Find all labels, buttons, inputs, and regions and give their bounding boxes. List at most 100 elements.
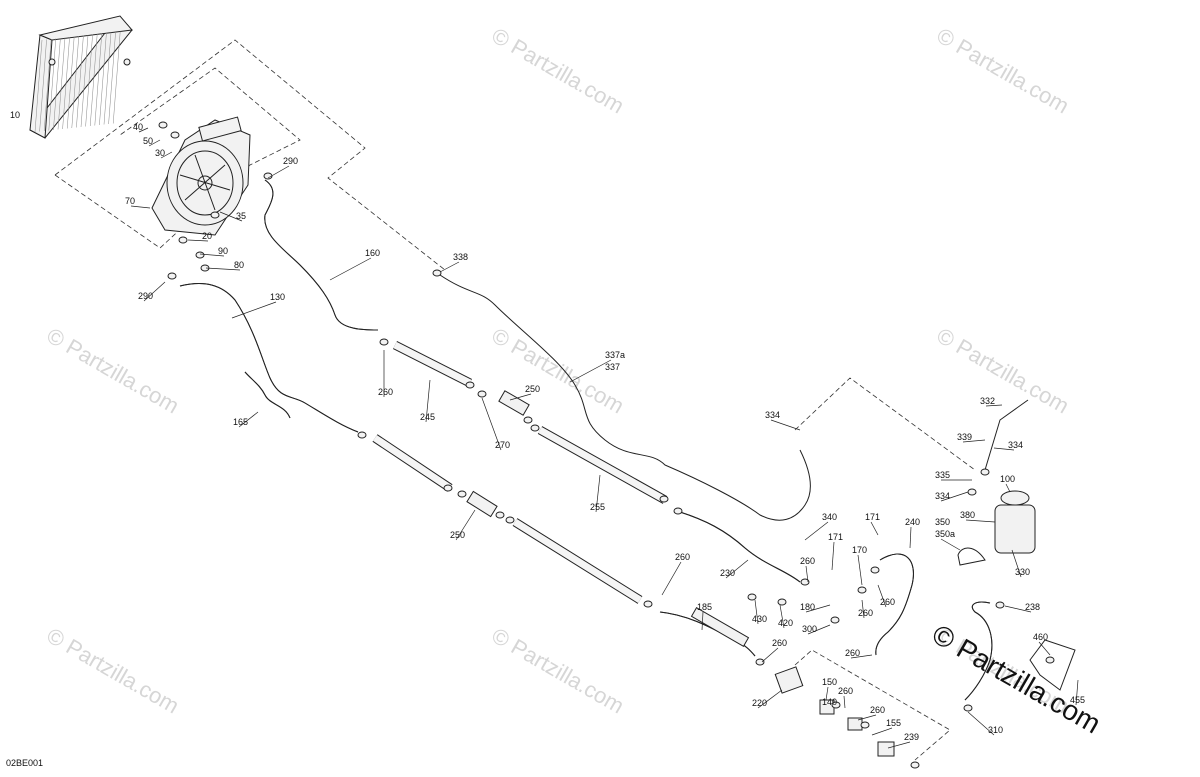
clamp xyxy=(980,468,990,476)
callout-leader xyxy=(569,359,612,383)
part-callout: 270 xyxy=(495,440,510,450)
callout-leader xyxy=(877,584,887,608)
part-callout: 430 xyxy=(752,614,767,624)
watermark-text: © Partzilla.com xyxy=(933,323,1074,419)
callout-leader xyxy=(1005,483,1011,493)
watermark-text: © Partzilla.com xyxy=(488,623,629,719)
part-callout: 260 xyxy=(772,638,787,648)
callout-leader xyxy=(1075,679,1079,706)
part-callout: 337a xyxy=(605,350,625,360)
part-callout: 230 xyxy=(720,568,735,578)
part-callout: 90 xyxy=(218,246,228,256)
clamp xyxy=(523,416,533,424)
part-callout: 350a xyxy=(935,529,955,539)
clamp xyxy=(747,593,757,601)
callout-leader xyxy=(825,686,829,701)
callout-leader xyxy=(725,559,749,579)
watermark-text: © Partzilla.com xyxy=(933,23,1074,119)
callout-leader xyxy=(148,139,161,147)
clamp xyxy=(673,507,683,515)
clamp xyxy=(158,121,168,129)
part-callout: 100 xyxy=(1000,474,1015,484)
part-callout: 185 xyxy=(697,602,712,612)
part-callout: 340 xyxy=(822,512,837,522)
clamp xyxy=(659,495,669,503)
dashed-boundary-radiator xyxy=(54,39,446,271)
clamp xyxy=(755,658,765,666)
callout-leader xyxy=(857,554,863,586)
part-callout: 300 xyxy=(802,624,817,634)
part-callout: 160 xyxy=(365,248,380,258)
callout-leader xyxy=(509,393,532,401)
part-callout: 30 xyxy=(155,148,165,158)
part-callout: 337 xyxy=(605,362,620,372)
callout-leader xyxy=(805,604,831,613)
clamp xyxy=(530,424,540,432)
callout-leader xyxy=(843,695,846,709)
callout-leader xyxy=(805,565,809,583)
callout-leader xyxy=(861,599,865,619)
part-callout: 255 xyxy=(590,502,605,512)
dashed-boundary-pump xyxy=(794,649,951,761)
callout-leader xyxy=(238,411,259,428)
part-callout: 250 xyxy=(450,530,465,540)
part-callout: 380 xyxy=(960,510,975,520)
callout-leader xyxy=(267,165,290,179)
callout-leader xyxy=(940,491,969,502)
part-callout: 20 xyxy=(202,231,212,241)
part-callout: 260 xyxy=(378,387,393,397)
callout-leader xyxy=(481,397,502,451)
part-callout: 260 xyxy=(845,648,860,658)
clamp xyxy=(831,701,841,709)
callout-leader xyxy=(857,714,877,721)
hoses xyxy=(179,179,993,701)
callout-leader xyxy=(887,741,911,749)
part-callout: 339 xyxy=(957,432,972,442)
callout-leader xyxy=(219,211,243,222)
pipes xyxy=(372,340,750,648)
callout-leader xyxy=(661,561,682,596)
clamp xyxy=(457,490,467,498)
part-callout: 165 xyxy=(233,417,248,427)
callout-leader xyxy=(199,253,225,257)
clamp xyxy=(178,236,188,244)
callout-leader xyxy=(143,281,166,302)
clamp xyxy=(432,269,442,277)
part-callout: 10 xyxy=(10,110,20,120)
callout-leader xyxy=(831,541,835,571)
part-callout: 290 xyxy=(138,291,153,301)
clamp xyxy=(195,251,205,259)
part-callout: 335 xyxy=(935,470,950,480)
callout-leader xyxy=(807,624,831,635)
clamp xyxy=(995,601,1005,609)
fan-shroud xyxy=(151,116,251,236)
clamp xyxy=(967,488,977,496)
part-callout: 240 xyxy=(905,517,920,527)
clamp xyxy=(170,131,180,139)
part-callout: 40 xyxy=(133,122,143,132)
callout-leader xyxy=(329,257,372,281)
callout-leader xyxy=(909,526,912,549)
part-callout: 330 xyxy=(1015,567,1030,577)
callout-leader xyxy=(770,419,801,431)
part-callout: 290 xyxy=(283,156,298,166)
watermark-text: © Partzilla.com xyxy=(43,323,184,419)
dashed-boundary-fan xyxy=(54,67,301,249)
part-callout: 460 xyxy=(1033,632,1048,642)
part-callout: 80 xyxy=(234,260,244,270)
part-callout: 420 xyxy=(778,618,793,628)
partzilla-brand-watermark: © Partzilla.com xyxy=(927,618,1106,739)
callout-leader xyxy=(205,267,241,271)
part-callout: 238 xyxy=(1025,602,1040,612)
callout-leader xyxy=(985,404,1003,407)
part-callout: 260 xyxy=(858,608,873,618)
part-callout: 334 xyxy=(765,410,780,420)
clamp xyxy=(643,600,653,608)
bleed-line xyxy=(439,274,811,521)
radiator xyxy=(29,15,133,139)
clamps xyxy=(158,121,1055,769)
part-callout: 150 xyxy=(822,677,837,687)
dashed-boundary-tank xyxy=(794,377,976,471)
